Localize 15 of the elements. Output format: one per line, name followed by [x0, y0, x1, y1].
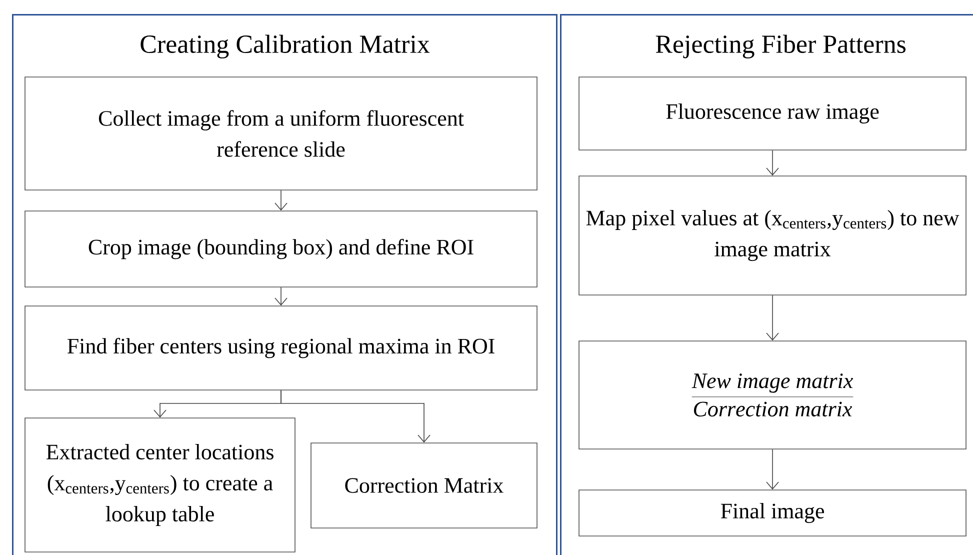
process-box: Final image — [578, 490, 966, 536]
process-box: Find fiber centers using regional maxima in ROI — [24, 306, 538, 390]
process-box: Fluorescence raw image — [578, 76, 966, 150]
process-box: Extracted center locations (x$_{centers}$,y$_{centers}$) to create a lookup table — [24, 418, 296, 552]
arrow — [766, 449, 779, 490]
arrow — [766, 295, 779, 341]
arrow — [280, 390, 430, 443]
process-box: Crop image (bounding box) and define ROI — [24, 210, 538, 288]
process-box: Map pixel values at (x$_{centers}$,y$_{centers}$) to new image matrix — [578, 176, 966, 296]
arrow — [766, 150, 779, 176]
formula-box: $\frac{\mathit{New\ image\ matrix}}{\mathit{Correction\ matrix}}$ — [578, 340, 966, 450]
process-box: Correction Matrix — [310, 442, 538, 528]
process-box: Collect image from a uniform fluorescent reference slide — [24, 76, 538, 190]
arrow — [274, 287, 288, 306]
arrow — [274, 190, 288, 211]
